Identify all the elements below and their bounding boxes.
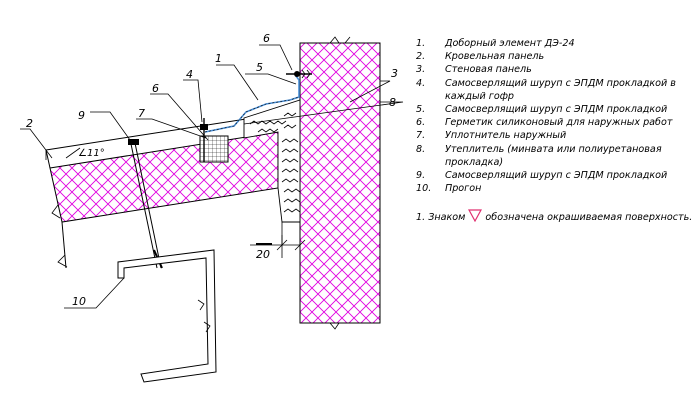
flashing-screw [200,118,208,162]
legend-item-number: 8. [416,143,426,155]
legend-item-text: Самосверлящий шуруп с ЭПДМ прокладкой в … [445,77,676,102]
legend-item-text: Самосверлящий шуруп с ЭПДМ прокладкой [445,170,668,182]
legend-item: 8. Утеплитель (минвата или полиуретановая… [416,143,694,169]
legend-item-text: Кровельная панель [445,51,545,63]
legend-item-text: Прогон [445,183,482,195]
roof-panel [45,113,279,269]
legend-item-number: 6. [416,117,426,129]
legend: 1. Доборный элемент ДЭ-24 2. Кровельная пан… [416,37,694,225]
paint-note: 1. Знаком обозначена окрашиваемая поверхн… [416,209,694,224]
callout-3: 3 [391,67,398,80]
legend-item: 2. Кровельная панель [416,50,694,63]
dimension-label: 20 [256,248,270,261]
legend-item: 1. Доборный элемент ДЭ-24 [416,37,694,50]
angle-label: ∠11° [78,148,105,159]
legend-item-text: Самосверлящий шуруп с ЭПДМ прокладкой [445,104,668,116]
legend-item: 6. Герметик силиконовый для наружных рабо… [416,116,694,129]
legend-item: 10. Прогон [416,182,694,195]
callout-8: 8 [389,96,396,109]
legend-item-number: 3. [416,64,426,76]
callout-6: 6 [152,82,159,95]
legend-item: 9. Самосверлящий шуруп с ЭПДМ прокладкой [416,169,694,182]
legend-item: 3. Стеновая панель [416,63,694,76]
note-suffix: обозначена окрашиваемая поверхность. [485,212,693,224]
legend-item: 4. Самосверлящий шуруп с ЭПДМ прокладкой … [416,77,694,103]
legend-item-text: Доборный элемент ДЭ-24 [445,38,575,49]
legend-item-number: 5. [416,104,426,116]
callout-10: 10 [72,295,86,308]
callout-1: 1 [215,52,222,65]
callout-6-top: 6 [263,32,270,45]
legend-item: 7. Уплотнитель наружный [416,129,694,142]
callout-9: 9 [78,109,85,122]
legend-item-number: 2. [416,51,426,63]
note-prefix: 1. Знаком [416,212,466,224]
callout-4: 4 [186,68,193,81]
legend-item-text: Уплотнитель наружный [445,130,567,142]
dimension-20 [250,235,306,258]
legend-item-text: Герметик силиконовый для наружных работ [445,117,673,129]
legend-item-number: 1. [416,38,426,49]
wall-screw [286,69,312,79]
purlin [117,249,217,383]
flashing-element [204,75,300,133]
legend-list: 1. Доборный элемент ДЭ-24 2. Кровельная пан… [416,37,694,195]
angle-indicator [65,147,81,159]
wall-panel [299,36,381,330]
legend-item-number: 7. [416,130,426,142]
leader-lines [20,44,404,309]
paint-triangle-icon [468,209,483,223]
legend-item-number: 9. [416,170,426,182]
legend-item-text: Утеплитель (минвата или полиуретановая п… [445,143,662,168]
legend-item-number: 10. [416,183,432,195]
legend-item-text: Стеновая панель [445,64,532,76]
legend-item: 5. Самосверлящий шуруп с ЭПДМ прокладкой [416,103,694,116]
callout-2: 2 [26,117,33,130]
legend-item-number: 4. [416,77,426,89]
callout-5: 5 [256,61,263,74]
callout-7: 7 [138,107,145,120]
insulation-fill [243,99,301,245]
